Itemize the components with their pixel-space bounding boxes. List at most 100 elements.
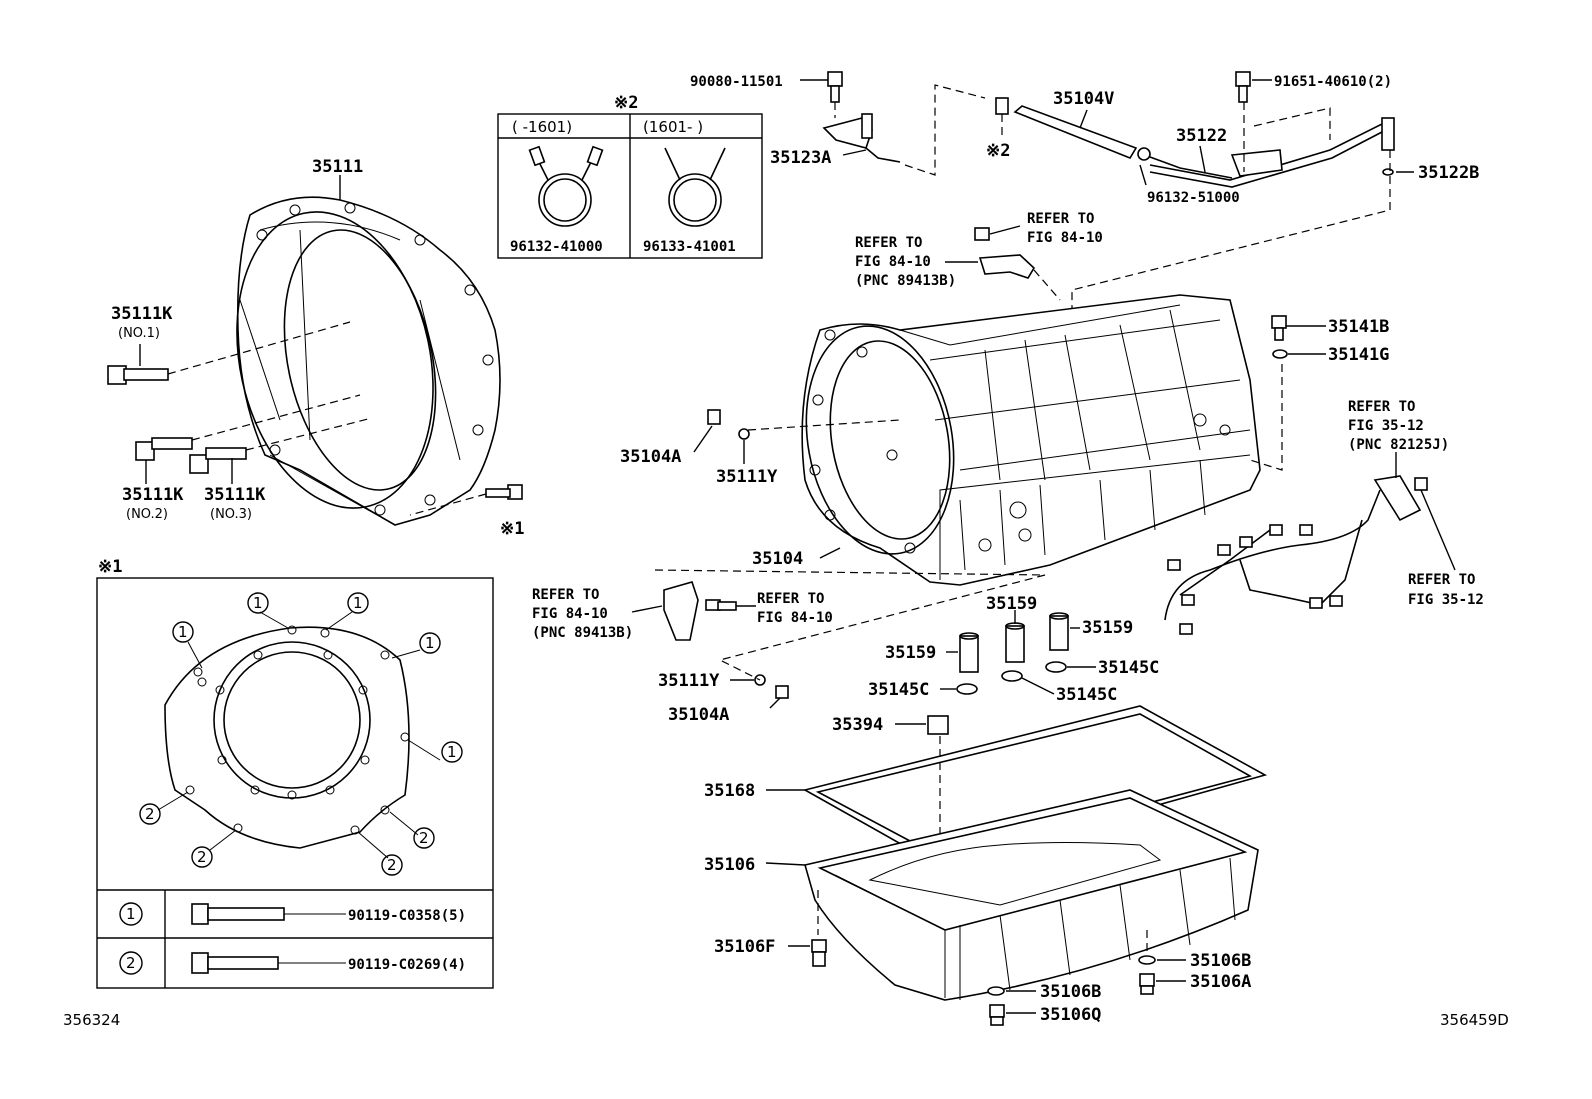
inset-clamp-box <box>497 113 763 259</box>
pan-gasket-35168 <box>766 705 1268 867</box>
refer3-l3: (PNC 82125J) <box>1348 437 1449 453</box>
refer6-l1: REFER TO <box>757 591 824 607</box>
plug-35104a-top <box>693 409 721 453</box>
label-35168: 35168 <box>704 781 755 801</box>
marker-2a: 2 <box>145 805 155 823</box>
label-35111y-bottom: 35111Y <box>658 671 720 691</box>
bolt-note1 <box>409 484 523 516</box>
note1-mark: ※1 <box>500 519 524 539</box>
bolt-35141b <box>1271 315 1326 341</box>
inset2-title: ※2 <box>614 93 638 113</box>
leader-35104 <box>819 547 841 559</box>
label-35145c-a: 35145C <box>868 680 929 700</box>
label-35106b-bottom: 35106B <box>1040 982 1101 1002</box>
clamp-range-left: ( -1601) <box>512 118 572 136</box>
label-35122: 35122 <box>1176 126 1227 146</box>
refer1-l2: FIG 84-10 <box>1027 230 1103 246</box>
refer6-l2: FIG 84-10 <box>757 610 833 626</box>
marker-1b: 1 <box>353 594 363 612</box>
bolt-row-2: 2 90119-C0269(4) <box>119 951 466 975</box>
footer-left-code: 356324 <box>63 1011 120 1029</box>
sensor-upper <box>945 225 1061 301</box>
label-35104: 35104 <box>752 549 803 569</box>
dash-lower-sensor <box>654 569 1046 681</box>
label-35122b: 35122B <box>1418 163 1479 183</box>
hose-35104v <box>995 97 1233 179</box>
bolt-35111k-no2 <box>135 394 361 484</box>
label-35394: 35394 <box>832 715 883 735</box>
sensor-lower <box>631 581 756 641</box>
marker-2d: 2 <box>387 856 397 874</box>
label-35159-a: 35159 <box>885 643 936 663</box>
label-35141b: 35141B <box>1328 317 1389 337</box>
pipe-35122 <box>1071 102 1395 310</box>
washer-35145c-c <box>1045 661 1096 673</box>
washer-35106b-bottom <box>987 986 1036 996</box>
refer2-l2: FIG 84-10 <box>855 254 931 270</box>
label-35111y-top: 35111Y <box>716 467 778 487</box>
label-35104v: 35104V <box>1053 89 1114 109</box>
oring-35111y-bottom <box>730 674 766 686</box>
refer3-l1: REFER TO <box>1348 399 1415 415</box>
label-35106q: 35106Q <box>1040 1005 1101 1025</box>
bolt-91651-40610 <box>1235 71 1272 103</box>
inset-gasket-box <box>96 577 494 989</box>
inset1-title: ※1 <box>98 557 122 577</box>
bolt-row-2-part: 90119-C0269(4) <box>348 957 466 973</box>
plug-35106q <box>989 1004 1036 1026</box>
washer-35145c-b <box>1001 670 1055 695</box>
label-35159-c: 35159 <box>1082 618 1133 638</box>
refer5-l2: FIG 84-10 <box>532 606 608 622</box>
plug-35104a-bottom <box>769 685 789 709</box>
plug-35106a <box>1139 973 1186 995</box>
gasket-markers: 1 1 1 1 1 2 2 2 2 <box>139 592 463 876</box>
oring-35111y-top <box>738 428 750 464</box>
bell-housing-35111 <box>236 175 501 526</box>
washer-35141g <box>1272 349 1326 359</box>
label-35159-b: 35159 <box>986 594 1037 614</box>
filter-35159-b <box>1005 610 1025 663</box>
bolt-90080-11501 <box>800 71 843 118</box>
refer5-l3: (PNC 89413B) <box>532 625 633 641</box>
label-35104a-bottom: 35104A <box>668 705 729 725</box>
marker-2b: 2 <box>197 848 207 866</box>
label-35106: 35106 <box>704 855 755 875</box>
label-35104a-top: 35104A <box>620 447 681 467</box>
label-35111: 35111 <box>312 157 363 177</box>
bolt-row-1-marker: 1 <box>126 905 136 923</box>
bolt-row-2-marker: 2 <box>126 954 136 972</box>
bolt-row-1: 1 90119-C0358(5) <box>119 902 466 926</box>
marker-2c: 2 <box>419 829 429 847</box>
label-35111k-3: 35111K <box>204 485 266 505</box>
refer4-l1: REFER TO <box>1408 572 1475 588</box>
dash-35141 <box>1249 364 1283 471</box>
filter-35159-a <box>946 632 979 673</box>
marker-1e: 1 <box>447 743 457 761</box>
bolt-35111k-no3 <box>189 417 373 484</box>
transmission-case-35104 <box>801 294 1261 586</box>
label-90080-11501: 90080-11501 <box>690 74 783 90</box>
label-35111k-1: 35111K <box>111 304 173 324</box>
wiring-harness <box>1164 452 1456 635</box>
bolt-35106f <box>788 939 827 967</box>
refer2-l3: (PNC 89413B) <box>855 273 956 289</box>
leader-96132-51000 <box>1139 164 1147 186</box>
washer-35106b-right <box>1138 930 1186 965</box>
label-96132-51000: 96132-51000 <box>1147 190 1240 206</box>
label-35106b-right: 35106B <box>1190 951 1251 971</box>
bolt-row-1-part: 90119-C0358(5) <box>348 908 466 924</box>
washer-35145c-a <box>940 683 978 695</box>
label-35106a: 35106A <box>1190 972 1251 992</box>
bolt-35111k-no1 <box>107 321 351 385</box>
label-35106f: 35106F <box>714 937 775 957</box>
marker-1c: 1 <box>178 623 188 641</box>
refer5-l1: REFER TO <box>532 587 599 603</box>
label-35145c-b: 35145C <box>1056 685 1117 705</box>
label-35111k-2-sub: (NO.2) <box>126 507 168 522</box>
label-35111k-2: 35111K <box>122 485 184 505</box>
oil-pan-35106 <box>765 789 1259 1001</box>
clamp-range-right: (1601- ) <box>643 118 703 136</box>
label-35141g: 35141G <box>1328 345 1389 365</box>
